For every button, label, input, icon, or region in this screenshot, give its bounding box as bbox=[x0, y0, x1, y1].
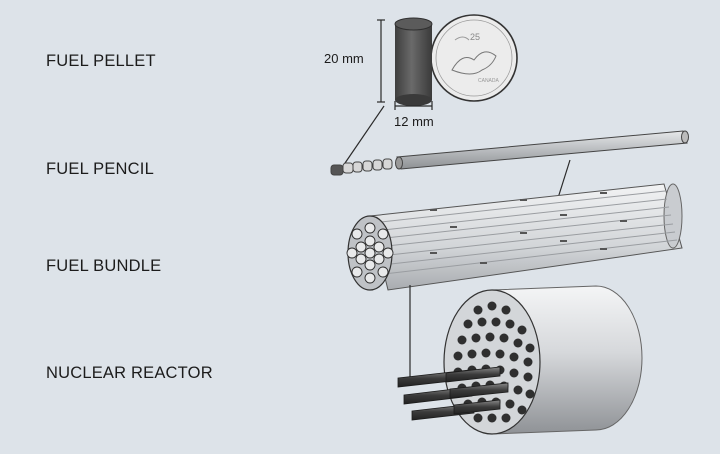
fuel-pellet bbox=[394, 17, 433, 106]
dimension-diameter: 12 mm bbox=[394, 114, 434, 129]
dimension-height: 20 mm bbox=[324, 51, 364, 66]
nuclear-reactor bbox=[443, 285, 643, 435]
fuel-pencil bbox=[395, 130, 689, 170]
label-nuclear-reactor: NUCLEAR REACTOR bbox=[46, 364, 213, 382]
pellet-dimension-lines bbox=[342, 19, 433, 167]
label-fuel-bundle: FUEL BUNDLE bbox=[46, 257, 162, 275]
label-fuel-pellet: FUEL PELLET bbox=[46, 52, 156, 70]
coin-text: CANADA bbox=[478, 78, 500, 84]
pellet-stack bbox=[330, 158, 393, 176]
reactor-fuel-rods bbox=[397, 366, 509, 421]
label-fuel-pencil: FUEL PENCIL bbox=[46, 160, 154, 178]
fuel-bundle bbox=[346, 183, 683, 291]
coin-icon bbox=[430, 14, 518, 102]
coin-value: 25 bbox=[470, 32, 480, 42]
